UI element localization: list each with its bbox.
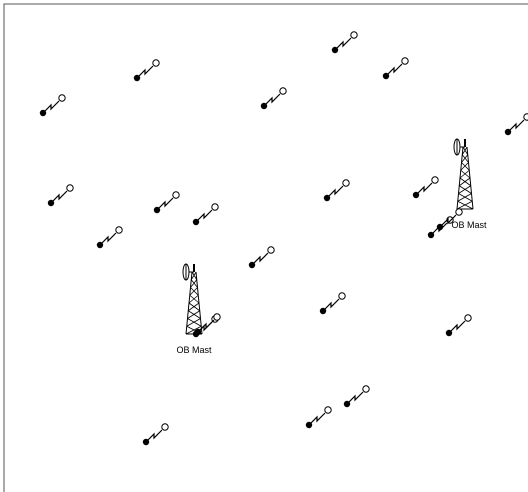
- rx-endpoint: [339, 293, 345, 299]
- tx-endpoint: [446, 330, 452, 336]
- radio-link-icon: [249, 247, 274, 268]
- rx-endpoint: [432, 177, 438, 183]
- radio-link-icon: [383, 58, 408, 79]
- tx-endpoint: [261, 103, 267, 109]
- radio-link-icon: [320, 293, 345, 314]
- rx-endpoint: [173, 192, 179, 198]
- rx-endpoint: [59, 95, 65, 101]
- radio-link-icon: [446, 315, 471, 336]
- ob-mast-label: OB Mast: [176, 345, 212, 355]
- radio-link-icon: [324, 180, 349, 201]
- rx-endpoint: [325, 407, 331, 413]
- tx-endpoint: [154, 207, 160, 213]
- rx-endpoint: [456, 209, 462, 215]
- rx-endpoint: [212, 204, 218, 210]
- rx-endpoint: [67, 185, 73, 191]
- tx-endpoint: [193, 219, 199, 225]
- radio-link-icon: [48, 185, 73, 206]
- radio-link-icon: [413, 177, 438, 198]
- radio-link-icon: [143, 424, 168, 445]
- rx-endpoint: [363, 386, 369, 392]
- tx-endpoint: [134, 75, 140, 81]
- radio-link-icon: [134, 60, 159, 81]
- radio-link-icon: [306, 407, 331, 428]
- radio-link-icon: [344, 386, 369, 407]
- diagram-frame: [4, 4, 528, 492]
- tx-endpoint: [344, 401, 350, 407]
- rx-endpoint: [116, 227, 122, 233]
- tx-endpoint: [40, 110, 46, 116]
- tx-endpoint: [324, 195, 330, 201]
- rx-endpoint: [214, 314, 220, 320]
- tx-endpoint: [306, 422, 312, 428]
- rx-endpoint: [268, 247, 274, 253]
- tx-endpoint: [428, 232, 434, 238]
- tx-endpoint: [320, 308, 326, 314]
- tx-endpoint: [505, 129, 511, 135]
- rx-endpoint: [280, 88, 286, 94]
- tx-endpoint: [437, 224, 443, 230]
- radio-link-icon: [40, 95, 65, 116]
- tx-endpoint: [48, 200, 54, 206]
- rx-endpoint: [524, 114, 528, 120]
- link-nodes: [40, 32, 528, 445]
- rx-endpoint: [465, 315, 471, 321]
- tx-endpoint: [249, 262, 255, 268]
- rx-endpoint: [162, 424, 168, 430]
- rx-endpoint: [343, 180, 349, 186]
- radio-link-icon: [505, 114, 528, 135]
- rx-endpoint: [153, 60, 159, 66]
- ob-mast-label: OB Mast: [451, 220, 487, 230]
- rx-endpoint: [402, 58, 408, 64]
- radio-link-icon: [97, 227, 122, 248]
- rx-endpoint: [351, 32, 357, 38]
- radio-link-icon: [154, 192, 179, 213]
- tx-endpoint: [413, 192, 419, 198]
- tx-endpoint: [195, 329, 201, 335]
- radio-link-icon: [332, 32, 357, 53]
- radio-link-icon: [193, 204, 218, 225]
- tx-endpoint: [383, 73, 389, 79]
- ob-mast-tower-icon: OB Mast: [451, 139, 487, 230]
- tx-endpoint: [97, 242, 103, 248]
- tx-endpoint: [332, 47, 338, 53]
- radio-link-icon: [261, 88, 286, 109]
- ob-mast-tower-icon: OB Mast: [176, 264, 212, 355]
- tx-endpoint: [143, 439, 149, 445]
